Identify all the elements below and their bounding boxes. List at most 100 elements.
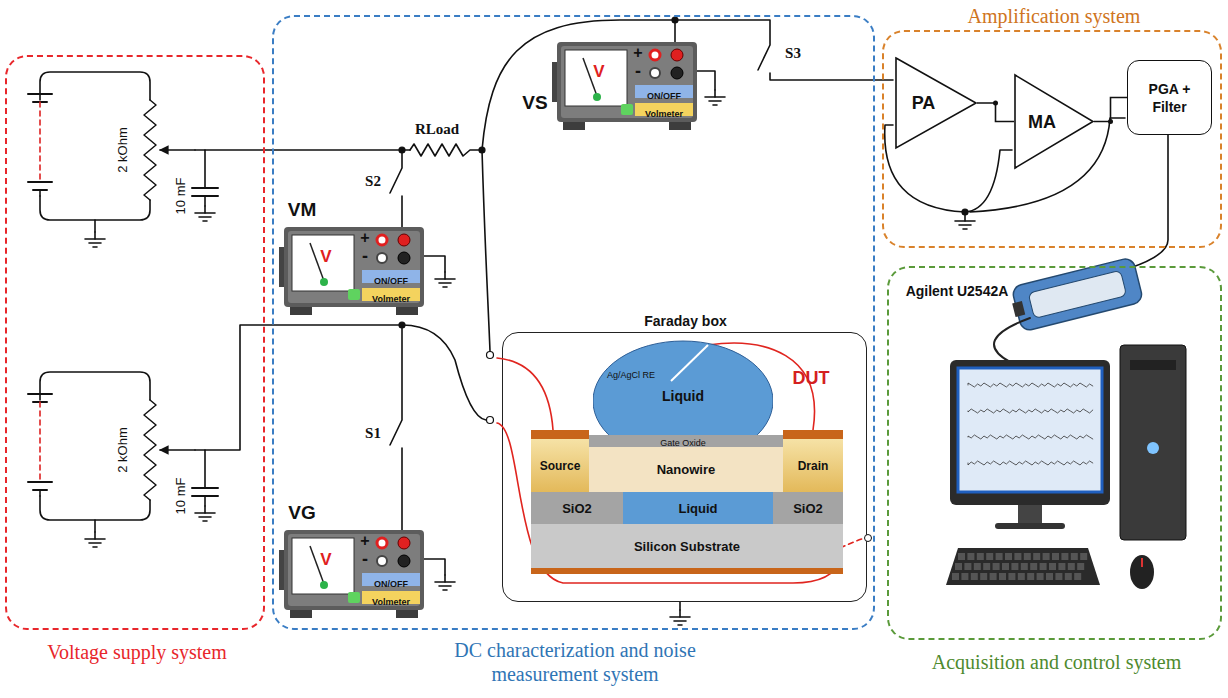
heading: Amplification system	[968, 5, 1141, 27]
battery-cell	[28, 94, 52, 190]
terminal	[377, 253, 387, 263]
key	[1068, 563, 1075, 570]
key	[1052, 553, 1059, 560]
needle-pivot	[593, 93, 601, 101]
main-amplifier: MA	[1014, 74, 1094, 169]
part-label: 2 kOhm	[115, 127, 130, 173]
key	[967, 553, 974, 560]
layer-label: PGA + Filter	[1138, 80, 1201, 116]
layer-label-holder: Silicon Substrate	[531, 524, 843, 568]
key	[983, 563, 990, 570]
key	[993, 563, 1000, 570]
ground-stem	[204, 506, 206, 513]
wire	[482, 150, 490, 351]
key	[1077, 563, 1084, 570]
layer-label: SiO2	[562, 501, 592, 516]
layer-label: SiO2	[793, 501, 823, 516]
polarity-mark-holder: +	[357, 532, 373, 550]
heading-holder: VS	[515, 92, 555, 114]
meter-screen	[565, 50, 627, 106]
polarity-mark: +	[360, 532, 369, 549]
part-label-holder: 10 mF	[171, 171, 189, 221]
part-label: RLoad	[415, 121, 459, 137]
key	[1065, 573, 1072, 580]
key	[952, 573, 959, 580]
ground-stem	[964, 214, 966, 221]
meter-foot	[396, 307, 418, 315]
terminal	[650, 68, 660, 78]
power-button	[348, 592, 360, 603]
polarity-mark-holder: -	[357, 246, 373, 266]
key	[1040, 563, 1047, 570]
heading: Voltage supply system	[47, 641, 227, 663]
power-button	[348, 289, 360, 300]
wire	[204, 496, 206, 506]
probe-wire	[497, 358, 553, 430]
daq-device	[1008, 257, 1143, 333]
meter-unit: V	[593, 62, 604, 81]
wire	[205, 149, 410, 151]
switch-s2	[390, 150, 402, 233]
daq-port	[1012, 301, 1025, 317]
monitor-base	[995, 523, 1065, 529]
key	[999, 573, 1006, 580]
key	[958, 553, 965, 560]
meter-label-holder: Volmeter	[362, 288, 420, 306]
substrate-layer: Silicon Substrate	[531, 524, 843, 574]
amplifier-label: MA	[1028, 112, 1056, 132]
signal-wire	[1094, 98, 1127, 122]
ground-symbol	[195, 213, 215, 221]
shape-svg	[593, 339, 773, 435]
ground-stem	[94, 232, 96, 239]
part-label-holder: 2 kOhm	[113, 120, 131, 180]
key	[980, 573, 987, 580]
key	[977, 553, 984, 560]
supply-loop	[40, 72, 150, 220]
part-label-holder: S1	[360, 424, 386, 442]
battery-stack	[39, 402, 41, 482]
noise-trace	[968, 461, 1093, 465]
key	[1046, 573, 1053, 580]
key	[1037, 573, 1044, 580]
capacitor-symbol	[192, 488, 218, 496]
part-label-holder: DUT	[786, 368, 836, 389]
key	[1058, 563, 1065, 570]
ground-stem	[679, 610, 681, 617]
meter-panel	[288, 534, 420, 606]
layer-label-holder: SiO2	[531, 492, 623, 524]
heading: VM	[288, 199, 317, 220]
keyboard	[946, 548, 1100, 585]
polarity-mark: -	[362, 549, 368, 569]
key	[990, 573, 997, 580]
ground-symbol	[670, 617, 690, 625]
layer-label: Liquid	[662, 370, 704, 404]
potentiometer	[144, 400, 156, 500]
part-label: 10 mF	[173, 478, 188, 515]
meter-screen	[292, 235, 354, 291]
voltmeter: V+-ON/OFFVolmeterVM	[284, 227, 424, 315]
preamplifier: PA	[895, 57, 977, 149]
meter-foot	[669, 122, 691, 130]
switch-label: ON/OFF	[374, 579, 408, 589]
region-outline: DC characterization and noise measuremen…	[272, 15, 875, 630]
meter-unit: V	[320, 550, 331, 569]
heading-holder: VG	[280, 502, 324, 524]
terminal	[398, 234, 410, 246]
part-label-holder: Agilent U2542A	[892, 282, 1022, 300]
pga-filter-box: PGA + Filter	[1127, 60, 1212, 135]
layer-label: Drain	[798, 459, 829, 473]
heading-holder: Voltage supply system	[7, 640, 267, 664]
key	[1061, 553, 1068, 560]
usb-cable	[994, 318, 1030, 362]
supply-loop	[40, 372, 150, 520]
wire	[39, 190, 41, 196]
daq-body	[1011, 257, 1143, 332]
part-label: DUT	[793, 368, 830, 388]
amplifier-triangle	[1015, 75, 1093, 168]
meter-foot	[290, 610, 312, 618]
heading-holder: Amplification system	[884, 4, 1224, 28]
terminal	[671, 67, 683, 79]
polarity-mark-holder: +	[630, 44, 646, 62]
wire	[94, 520, 96, 532]
wire	[482, 20, 893, 150]
